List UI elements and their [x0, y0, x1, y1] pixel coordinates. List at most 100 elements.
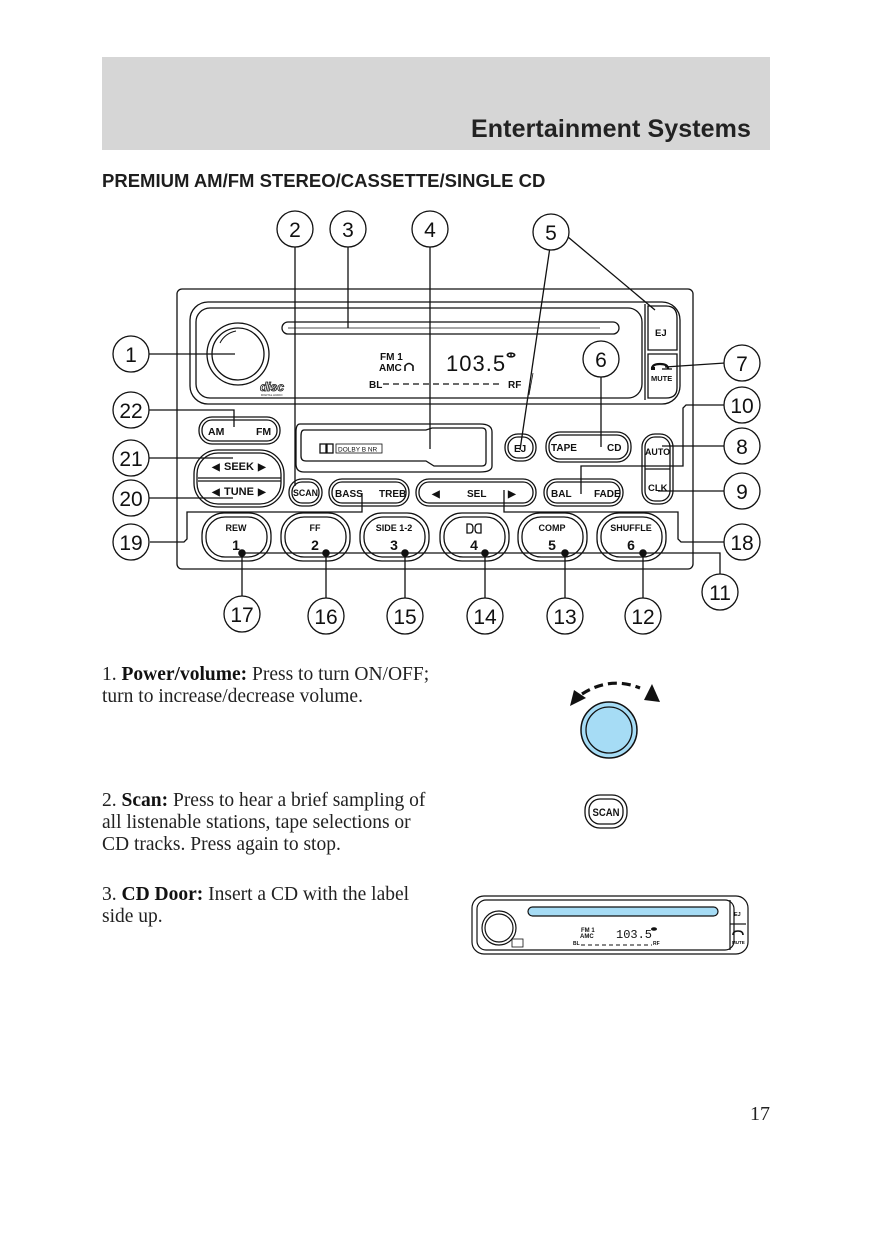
headphone-icon [404, 362, 414, 371]
preset-button-5[interactable] [517, 512, 588, 562]
stereo-indicator-icon [506, 352, 516, 358]
tune-left-arrow-icon: ◀ [211, 487, 220, 498]
callout-3 [329, 210, 367, 248]
description-number: 2. [102, 790, 117, 811]
callout-20-number: 20 [119, 488, 142, 511]
bass-label: BASS [335, 489, 363, 500]
preset-2-number: 2 [311, 537, 319, 553]
preset-button-2[interactable] [280, 512, 351, 562]
callout-10-number: 10 [730, 395, 753, 418]
callout-17 [223, 595, 261, 633]
callout-12 [624, 597, 662, 635]
description-term: Scan: [121, 790, 169, 811]
sel-rocker[interactable] [415, 478, 537, 507]
callout-19-number: 19 [119, 532, 142, 555]
callout-20 [112, 479, 150, 517]
bal-fade-button[interactable] [543, 478, 624, 507]
preset-6-number: 6 [627, 537, 635, 553]
treb-label: TREB [379, 489, 406, 500]
description-text: Insert a CD with the label side up. [102, 884, 410, 927]
page-number: 17 [750, 1103, 770, 1125]
scan-button[interactable] [288, 478, 323, 507]
callout-5-number: 5 [545, 222, 557, 245]
clk-label: CLK [648, 483, 668, 494]
auto-clk-rocker[interactable] [641, 433, 674, 505]
mini-mute-label: MUTE [732, 940, 745, 945]
cd-eject-label: EJ [655, 328, 667, 339]
callout-15 [386, 597, 424, 635]
volume-knob-illustration [570, 681, 660, 759]
fade-label: FADE [594, 489, 621, 500]
tape-label: TAPE [551, 443, 577, 454]
dolby-icon [466, 523, 482, 534]
am-label: AM [208, 426, 225, 438]
callout-2-number: 2 [289, 219, 301, 242]
display-amc: AMC [379, 363, 402, 374]
callout-6 [582, 340, 620, 378]
seek-tune-rocker[interactable] [193, 449, 285, 508]
cd-label: CD [607, 443, 621, 454]
callout-5 [532, 213, 570, 251]
description-number: 1. [102, 664, 117, 685]
callout-16-number: 16 [314, 606, 337, 629]
radio-diagram: disc DIGITAL AUDIO FM 1 AMC 103.5 BL RF … [112, 210, 761, 635]
callout-18-number: 18 [730, 532, 753, 555]
seek-right-arrow-icon: ▶ [257, 462, 267, 473]
bal-label: BAL [551, 489, 572, 500]
section-header-title: Entertainment Systems [471, 115, 751, 143]
callout-13 [546, 597, 584, 635]
preset-button-4[interactable] [439, 512, 510, 562]
display-frequency: 103.5 [446, 351, 506, 376]
description-number: 3. [102, 884, 117, 905]
preset-5-number: 5 [548, 537, 556, 553]
mute-button[interactable] [647, 353, 678, 399]
callout-9 [723, 472, 761, 510]
cd-slot[interactable] [281, 321, 620, 335]
callout-4-number: 4 [424, 219, 436, 242]
display-balance-right: RF [508, 380, 521, 391]
sel-label: SEL [467, 489, 486, 500]
mini-display-rf: RF [653, 941, 660, 947]
tape-eject-button[interactable] [504, 433, 537, 462]
bass-treble-button[interactable] [328, 478, 410, 507]
scan-button-illustration: SCAN [584, 794, 628, 829]
callout-19 [112, 523, 150, 561]
callout-22 [112, 391, 150, 429]
tune-right-arrow-icon: ▶ [257, 487, 267, 498]
display-band: FM 1 [380, 352, 403, 363]
mini-eject-label: EJ [734, 912, 741, 918]
fm-label: FM [256, 426, 271, 438]
scan-illustration-label: SCAN [593, 807, 620, 819]
preset-3-label: SIDE 1-2 [376, 523, 413, 533]
callout-22-number: 22 [119, 400, 142, 423]
cd-eject-button[interactable] [647, 305, 678, 351]
callout-1-number: 1 [125, 344, 137, 367]
callout-18 [723, 523, 761, 561]
callout-8-number: 8 [736, 436, 748, 459]
mini-display-amc: AMC [580, 934, 594, 940]
preset-button-6[interactable] [596, 512, 667, 562]
sel-left-arrow-icon: ◀ [431, 489, 440, 500]
am-fm-button[interactable] [198, 416, 281, 445]
callout-7 [723, 344, 761, 382]
cd-door-illustration: FM 1 AMC 103.5 BL RF EJ MUTE [471, 895, 749, 955]
callout-10 [723, 386, 761, 424]
seek-left-arrow-icon: ◀ [211, 462, 220, 473]
preset-6-label: SHUFFLE [610, 523, 652, 533]
cassette-door[interactable] [295, 423, 493, 473]
tape-cd-button[interactable] [545, 431, 632, 463]
radio-display: FM 1 AMC 103.5 BL RF [369, 351, 521, 391]
mini-display-band: FM 1 [581, 928, 595, 934]
auto-label: AUTO [645, 447, 670, 458]
sel-right-arrow-icon: ▶ [507, 489, 517, 500]
preset-1-label: REW [226, 523, 248, 533]
description-term: CD Door: [121, 884, 204, 905]
preset-button-1[interactable] [201, 512, 272, 562]
callout-21-number: 21 [119, 448, 142, 471]
tune-label: TUNE [224, 486, 254, 498]
description-cd-door: 3. CD Door: Insert a CD with the label s… [102, 884, 432, 928]
compact-disc-logo: disc DIGITAL AUDIO [260, 380, 285, 397]
preset-button-3[interactable] [359, 512, 430, 562]
dolby-b-nr-label: DOLBY B NR [338, 447, 378, 454]
